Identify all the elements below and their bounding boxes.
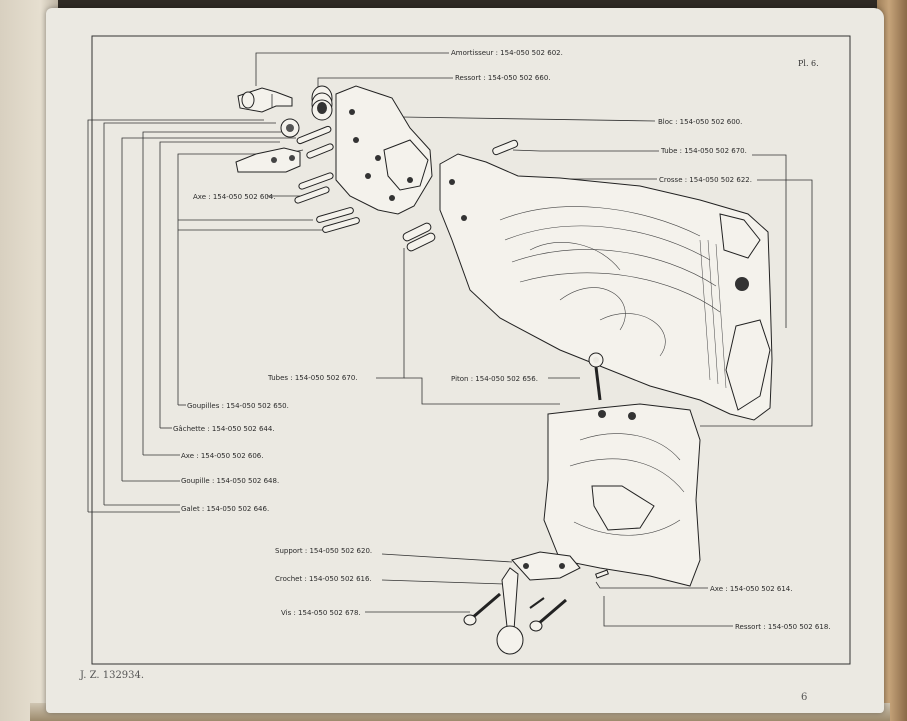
label-axe-604: Axe : 154-050 502 604. (193, 193, 275, 201)
bloc-block-part (335, 85, 433, 215)
galet-roller-part (280, 118, 300, 138)
support-bracket-part (511, 551, 609, 581)
label-axe-606: Axe : 154-050 502 606. (181, 452, 263, 460)
label-crochet: Crochet : 154-050 502 616. (275, 575, 372, 583)
plate-number: Pl. 6. (798, 59, 819, 68)
gachette-part (235, 147, 301, 173)
label-piton: Piton : 154-050 502 656. (451, 375, 538, 383)
callout-labels: Amortisseur : 154-050 502 602. Ressort :… (173, 49, 831, 631)
crosse-stock-part (439, 153, 773, 421)
label-galet: Galet : 154-050 502 646. (181, 505, 269, 513)
vis-screws-part (463, 592, 567, 632)
label-ressort-bottom: Ressort : 154-050 502 618. (735, 623, 831, 631)
amortisseur-part (237, 87, 293, 113)
label-crosse: Crosse : 154-050 502 622. (659, 176, 752, 184)
label-bloc: Bloc : 154-050 502 600. (658, 118, 742, 126)
ressort-spring-part (311, 85, 333, 121)
label-tubes: Tubes : 154-050 502 670. (267, 374, 358, 382)
label-gachette: Gâchette : 154-050 502 644. (173, 425, 275, 433)
label-axe-614: Axe : 154-050 502 614. (710, 585, 792, 593)
label-support: Support : 154-050 502 620. (275, 547, 372, 555)
label-amortisseur: Amortisseur : 154-050 502 602. (451, 49, 563, 57)
page-number: 6 (801, 692, 807, 703)
crochet-hook-part (496, 567, 524, 655)
piton-eyebolt-part (588, 352, 604, 401)
pins-group (294, 125, 519, 252)
label-goupille: Goupille : 154-050 502 648. (181, 477, 279, 485)
label-goupilles: Goupilles : 154-050 502 650. (187, 402, 289, 410)
plate-frame (91, 35, 851, 665)
label-ressort-top: Ressort : 154-050 502 660. (455, 74, 551, 82)
label-vis: Vis : 154-050 502 678. (281, 609, 361, 617)
butt-section-part (543, 403, 701, 587)
drawing-reference: J. Z. 132934. (79, 670, 144, 681)
label-tube: Tube : 154-050 502 670. (660, 147, 747, 155)
